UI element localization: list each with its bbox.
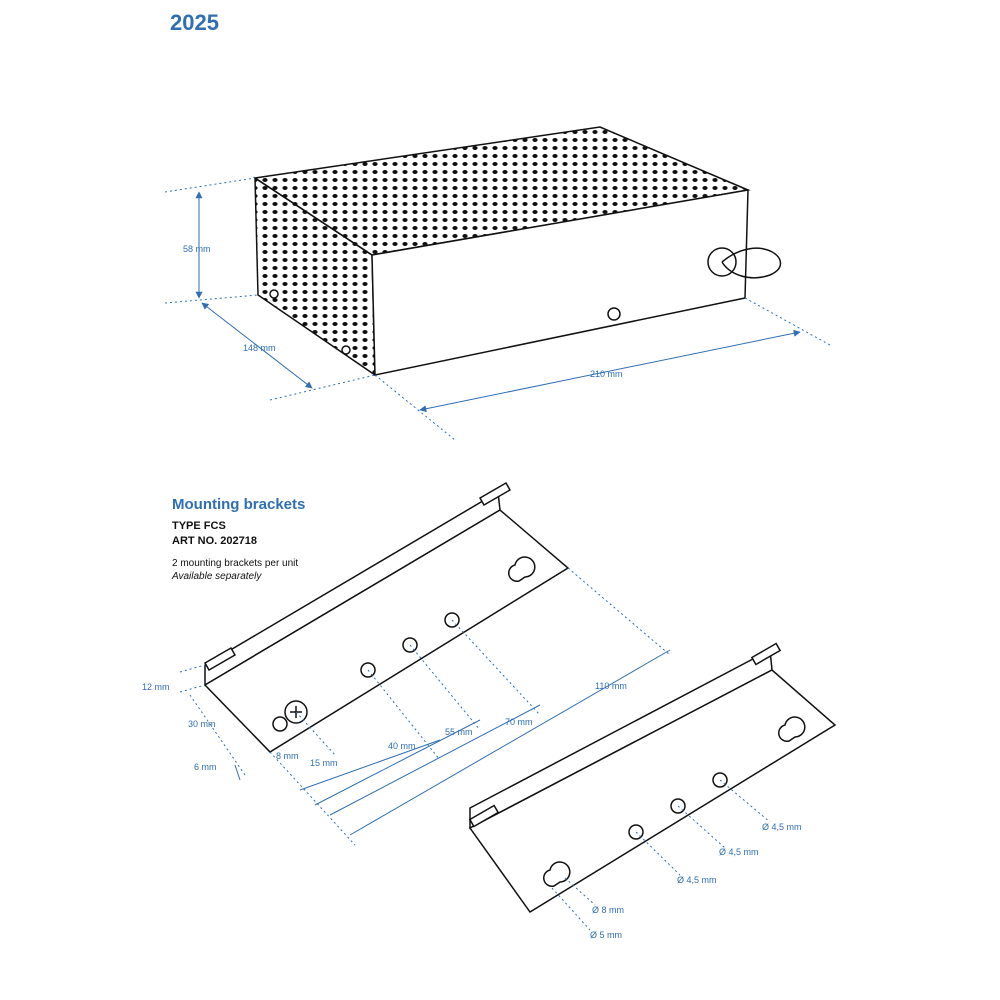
bracket-art-no: ART NO. 202718 (172, 535, 257, 547)
dim-40: 40 mm (388, 741, 416, 751)
dim-height: 58 mm (183, 244, 211, 254)
dim-width: 30 mm (188, 719, 216, 729)
hole-leader-lines (551, 779, 771, 931)
mounting-bracket-2 (468, 642, 837, 914)
power-supply-unit (252, 126, 782, 377)
dim-70: 70 mm (505, 717, 533, 727)
cable-loop (721, 247, 782, 279)
keyhole-small-diameter: Ø 5 mm (590, 930, 623, 940)
bracket-availability: Available separately (172, 571, 262, 582)
bracket-note: 2 mounting brackets per unit (172, 558, 299, 569)
dim-15: 15 mm (310, 758, 338, 768)
box-dimension-lines (164, 177, 831, 441)
dim-55: 55 mm (445, 727, 473, 737)
dim-110: 110 mm (595, 681, 627, 691)
dim-length: 210 mm (590, 369, 623, 379)
bracket-type: TYPE FCS (172, 520, 226, 532)
dim-flange: 12 mm (142, 682, 170, 692)
dim-8: 8 mm (276, 751, 299, 761)
brackets-title: Mounting brackets (172, 496, 306, 513)
hole-diameter-2: Ø 4,5 mm (719, 847, 759, 857)
dim-edge: 6 mm (194, 762, 217, 772)
bracket-dimension-lines (179, 567, 671, 846)
year-heading: 2025 (170, 10, 219, 35)
hole-diameter-3: Ø 4,5 mm (677, 875, 717, 885)
hole-diameter-1: Ø 4,5 mm (762, 822, 802, 832)
mounting-bracket-1 (203, 482, 570, 753)
keyhole-large-diameter: Ø 8 mm (592, 905, 625, 915)
dim-depth: 148 mm (243, 343, 276, 353)
